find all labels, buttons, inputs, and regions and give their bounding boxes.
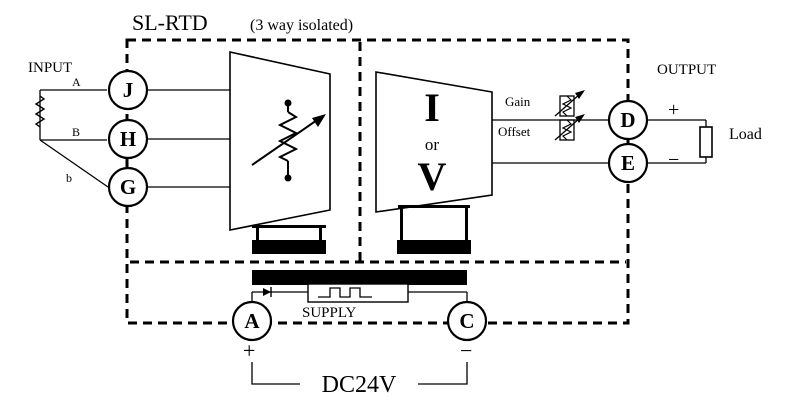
dc-voltage-label: DC24V bbox=[322, 372, 397, 398]
gain-label: Gain bbox=[505, 94, 531, 109]
output-plus-sign: + bbox=[668, 99, 679, 121]
terminal-d-label: D bbox=[620, 108, 635, 132]
wire-label-b-upper: B bbox=[72, 125, 80, 139]
converter-i: I bbox=[424, 85, 440, 130]
converter-block bbox=[375, 71, 493, 254]
offset-potentiometer[interactable] bbox=[554, 114, 585, 141]
supply-transformer bbox=[251, 270, 468, 303]
rtd-sensor bbox=[34, 89, 109, 188]
gain-potentiometer[interactable] bbox=[554, 90, 585, 117]
potentiometer-icon bbox=[554, 114, 585, 141]
diode-icon bbox=[263, 287, 272, 297]
offset-label: Offset bbox=[498, 124, 531, 139]
terminal-a[interactable]: A bbox=[231, 300, 273, 342]
terminal-c[interactable]: C bbox=[446, 300, 488, 342]
terminal-j-label: J bbox=[123, 78, 134, 102]
variable-resistor-icon bbox=[251, 99, 326, 182]
output-label: OUTPUT bbox=[657, 62, 716, 78]
terminal-h-label: H bbox=[120, 127, 136, 151]
terminal-h[interactable]: H bbox=[107, 118, 149, 160]
terminal-e-label: E bbox=[621, 151, 635, 175]
terminal-g-label: G bbox=[120, 175, 136, 199]
wire-label-b-lower: b bbox=[66, 171, 72, 185]
load-label: Load bbox=[729, 126, 762, 143]
converter-or: or bbox=[425, 135, 440, 154]
output-minus-sign: − bbox=[668, 149, 679, 171]
potentiometer-icon bbox=[554, 90, 585, 117]
supply-label: SUPPLY bbox=[302, 305, 357, 321]
wire-label-a: A bbox=[72, 75, 81, 89]
input-stage-block bbox=[229, 51, 331, 254]
dc-bracket-left bbox=[251, 362, 300, 385]
terminal-c-label: C bbox=[459, 309, 474, 333]
terminal-a-label: A bbox=[244, 309, 260, 333]
rtd-resistor-icon bbox=[34, 95, 46, 128]
terminal-j[interactable]: J bbox=[107, 69, 149, 111]
dc-bracket-right bbox=[418, 362, 468, 385]
module-title: SL-RTD bbox=[132, 10, 208, 35]
supply-minus-sign: − bbox=[460, 338, 472, 363]
input-label: INPUT bbox=[28, 60, 72, 76]
terminal-g[interactable]: G bbox=[107, 166, 149, 208]
module-subtitle: (3 way isolated) bbox=[250, 17, 353, 34]
load-resistor-icon bbox=[699, 126, 713, 158]
load-circuit bbox=[647, 119, 713, 164]
square-wave-icon bbox=[318, 287, 372, 298]
converter-v: V bbox=[418, 154, 447, 199]
terminal-d[interactable]: D bbox=[607, 99, 649, 141]
supply-plus-sign: + bbox=[243, 338, 255, 363]
terminal-e[interactable]: E bbox=[607, 142, 649, 184]
